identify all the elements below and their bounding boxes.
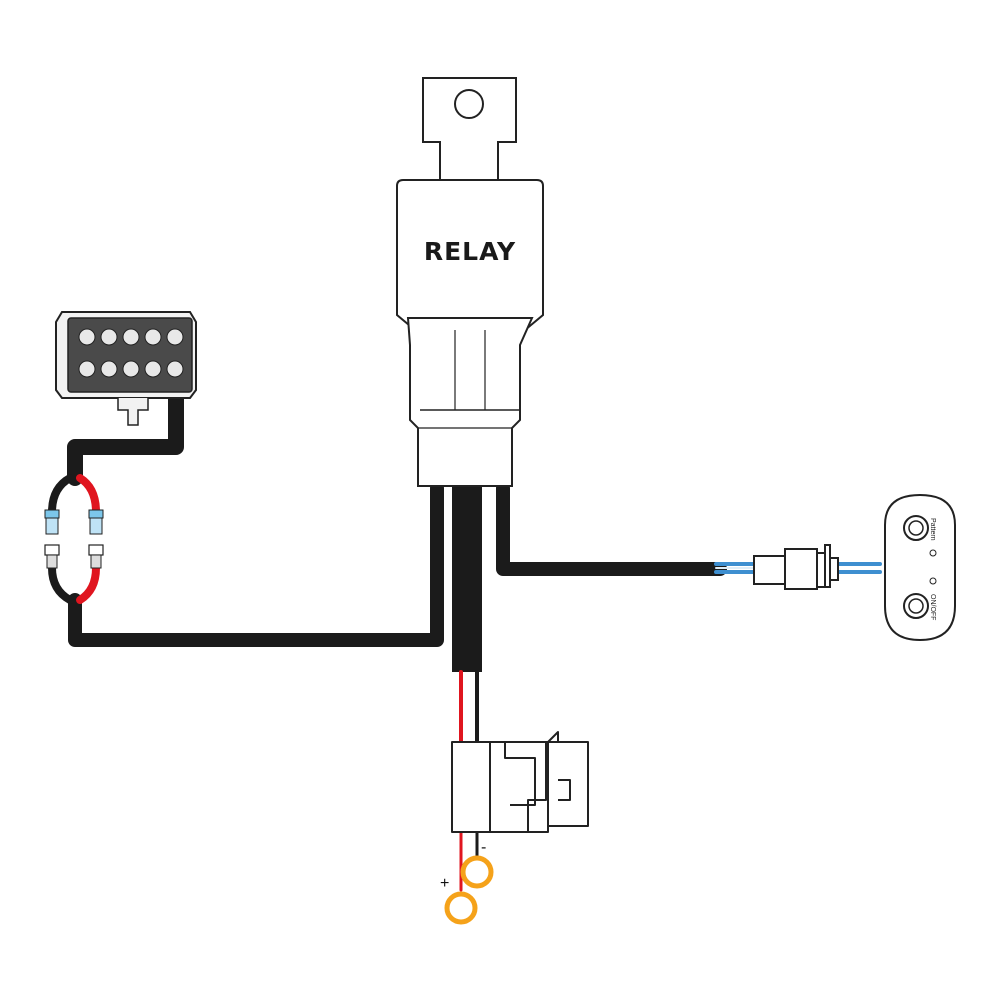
onoff-label: ON/OFF xyxy=(929,594,936,620)
positive-sign-label: + xyxy=(440,875,449,892)
power-wire-bundle xyxy=(452,486,482,672)
relay-socket xyxy=(406,317,534,487)
led-cells xyxy=(78,328,184,378)
harness-wires xyxy=(67,390,727,672)
negative-sign-label: - xyxy=(481,839,486,856)
right-connector xyxy=(88,509,104,569)
left-black-lead-bottom xyxy=(48,564,74,604)
switch-signal-wires xyxy=(714,562,882,574)
relay-mount-hole xyxy=(454,89,484,119)
relay-icon: RELAY xyxy=(396,77,544,487)
fuse-holder-icon xyxy=(451,731,589,833)
light-bar-ground-wire xyxy=(68,481,444,647)
right-red-lead-bottom xyxy=(76,564,100,604)
pattern-label: Pattern xyxy=(929,518,936,541)
negative-ring-terminal xyxy=(460,855,494,889)
onoff-indicator-dot xyxy=(929,577,937,585)
light-bar-split-wires xyxy=(48,474,100,604)
switch-panel-icon: Pattern ON/OFF xyxy=(884,493,956,642)
ring-terminals xyxy=(444,855,494,925)
right-red-lead-top xyxy=(76,474,100,516)
quick-connectors xyxy=(44,509,104,569)
led-light-bar-icon xyxy=(55,311,197,426)
battery-leads xyxy=(459,670,479,892)
switch-wire xyxy=(496,481,727,576)
left-connector xyxy=(44,509,60,569)
positive-ring-terminal xyxy=(444,891,478,925)
switch-connector-icon xyxy=(753,544,839,590)
pattern-indicator-dot xyxy=(929,549,937,557)
light-bar-cable xyxy=(67,390,184,486)
relay-label: RELAY xyxy=(424,237,516,266)
left-black-lead-top xyxy=(48,474,74,516)
